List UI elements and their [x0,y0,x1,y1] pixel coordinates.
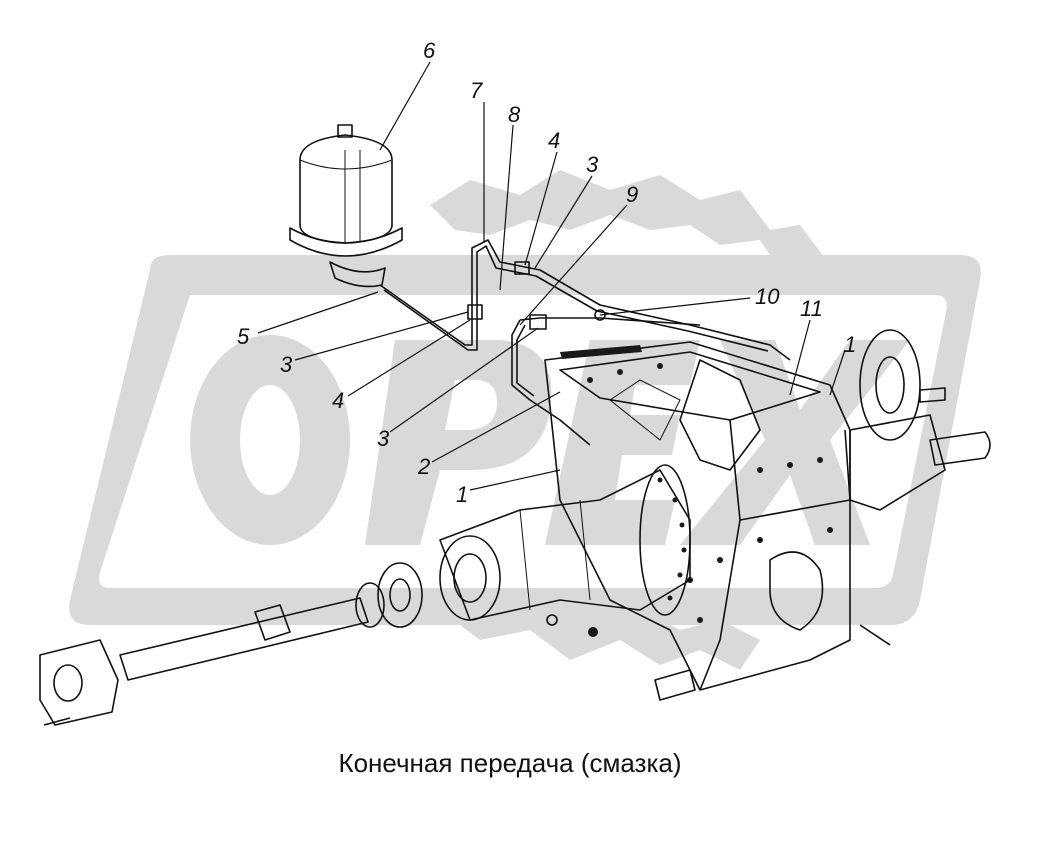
right-hub-assembly [849,329,991,511]
leader-4-left [347,319,471,397]
watermark-letters [190,335,910,545]
callout-7: 7 [470,78,483,103]
leader-5 [257,291,379,334]
leader-3-lower [389,327,539,433]
callout-labels: 6 7 8 4 3 9 10 11 1 5 3 4 3 2 1 [237,38,856,507]
gearbox-housing [544,341,851,691]
callout-1-right: 1 [844,332,856,357]
leader-3-left [294,311,469,361]
leader-8 [499,124,514,291]
callout-3-left: 3 [280,352,293,377]
leader-6 [379,61,431,151]
callout-10: 10 [755,284,780,309]
leader-9 [519,204,628,326]
leader-1-right [829,349,846,396]
flange-bolts [657,477,687,601]
watermark-gear [430,170,830,270]
leader-11 [789,319,811,396]
callout-9: 9 [626,182,638,207]
callout-5: 5 [237,324,250,349]
watermark-logo [69,170,981,670]
leader-3-top [534,175,593,269]
callout-4-top: 4 [548,128,560,153]
final-drive-housing [439,464,691,621]
leader-lines [257,61,846,491]
oil-filter-reservoir [289,124,403,288]
callout-6: 6 [423,38,436,63]
diagram-caption: Конечная передача (смазка) [338,748,682,778]
callout-4-left: 4 [332,388,344,413]
leader-10 [599,297,751,316]
leader-4-top [524,151,558,266]
half-shaft-assembly [39,562,891,726]
callout-8: 8 [508,102,521,127]
callout-2: 2 [417,454,430,479]
leader-1-lower [469,469,561,491]
callout-3-lower: 3 [377,426,390,451]
callout-11: 11 [800,296,823,321]
callout-1-lower: 1 [456,482,468,507]
callout-3-top: 3 [586,152,599,177]
leader-2 [431,391,561,463]
watermark-frame [69,255,981,625]
